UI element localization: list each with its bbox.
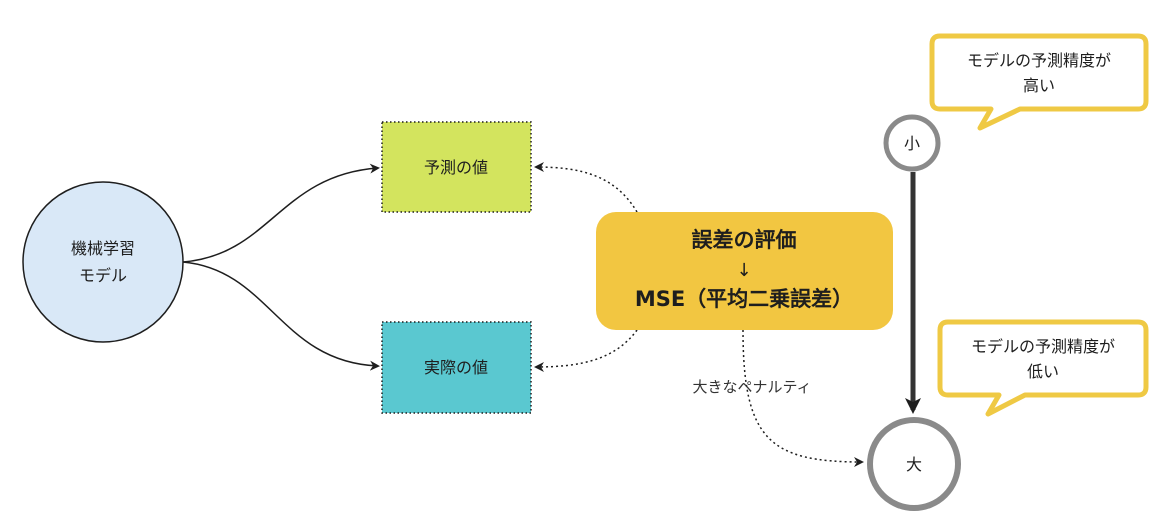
callout-high-accuracy: モデルの予測精度が 高い xyxy=(929,33,1149,131)
large-error-node: 大 xyxy=(867,417,961,511)
evaluation-arrow: ↓ xyxy=(736,260,751,281)
large-error-label: 大 xyxy=(906,455,922,474)
callout-low-line1: モデルの予測精度が xyxy=(971,337,1115,356)
callout-high-line1: モデルの予測精度が xyxy=(967,51,1111,70)
evaluation-title: 誤差の評価 xyxy=(692,228,797,252)
edge-model-to-actual xyxy=(182,261,380,371)
model-label-line1: 機械学習 xyxy=(71,239,135,258)
model-node: 機械学習 モデル xyxy=(22,181,184,343)
callout-low-line2: 低い xyxy=(1027,362,1059,381)
callout-high-line2: 高い xyxy=(1023,76,1055,95)
predicted-value-node: 予測の値 xyxy=(381,121,532,213)
evaluation-node: 誤差の評価 ↓ MSE（平均二乗誤差） xyxy=(596,212,893,330)
predicted-value-label: 予測の値 xyxy=(424,158,488,177)
edge-evaluation-to-actual xyxy=(534,329,638,372)
actual-value-node: 実際の値 xyxy=(381,321,532,414)
model-label-line2: モデル xyxy=(79,266,127,285)
evaluation-mse: MSE（平均二乗誤差） xyxy=(635,287,853,311)
actual-value-label: 実際の値 xyxy=(424,358,488,377)
small-error-label: 小 xyxy=(904,134,920,153)
edge-model-to-predicted xyxy=(182,163,380,263)
edge-evaluation-to-predicted xyxy=(534,162,638,213)
small-error-node: 小 xyxy=(883,114,941,172)
edge-evaluation-to-large xyxy=(742,329,864,467)
penalty-label: 大きなペナルティ xyxy=(692,378,811,396)
callout-low-accuracy: モデルの予測精度が 低い xyxy=(937,319,1149,417)
